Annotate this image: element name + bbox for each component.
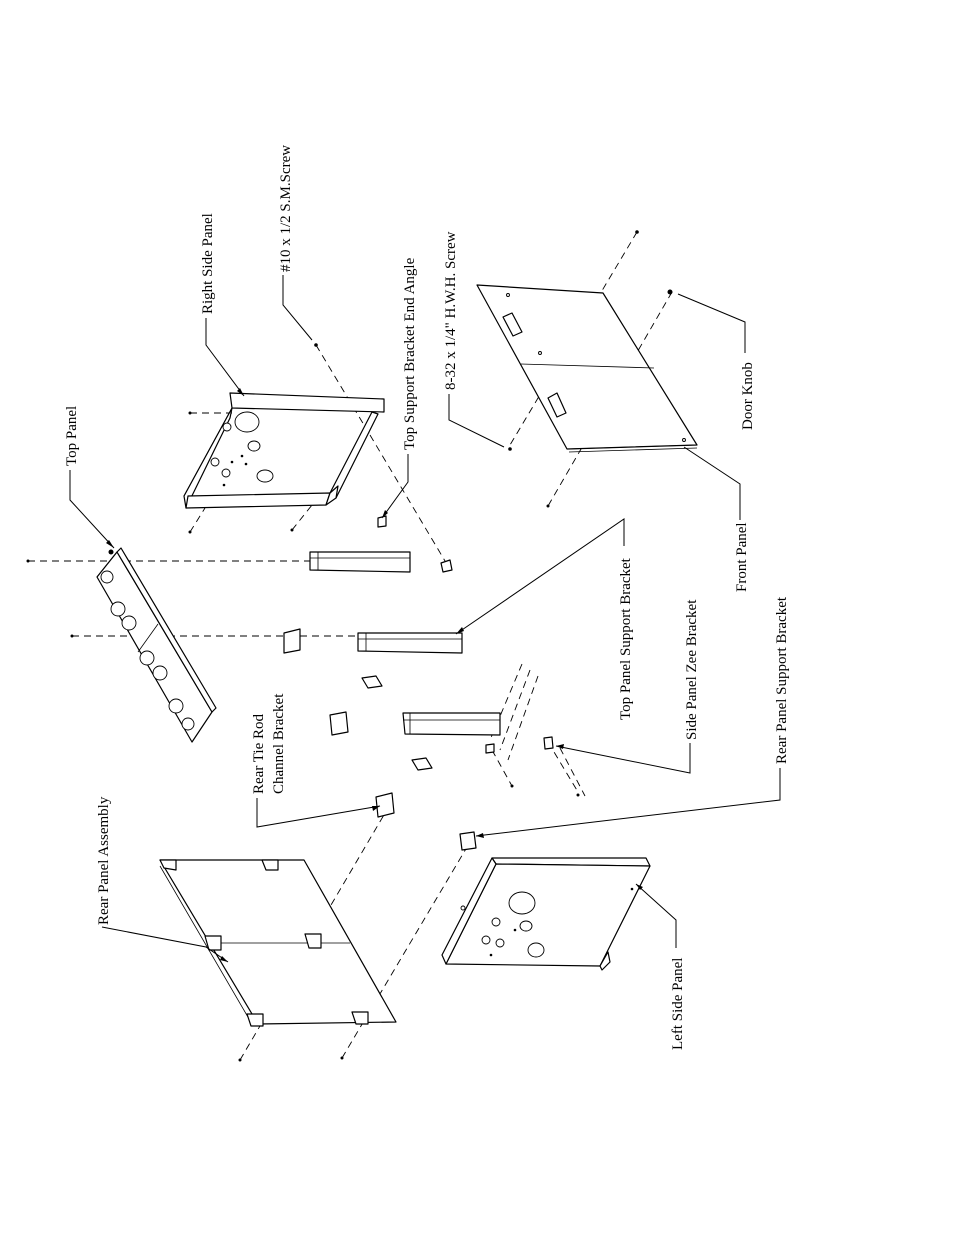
label-left-side-panel: Left Side Panel <box>670 958 686 1050</box>
labels: Top Panel Rear Panel Assembly Right Side… <box>64 145 790 1050</box>
label-right-side-panel: Right Side Panel <box>200 213 216 314</box>
label-rear-tie-rod-line1: Rear Tie Rod <box>251 713 267 794</box>
label-screw-10: #10 x 1/2 S.M.Screw <box>278 145 294 272</box>
top-panel-part <box>97 548 216 742</box>
label-screw-8-32: 8-32 x 1/4" H.W.H. Screw <box>443 231 459 390</box>
front-panel-part <box>477 285 697 452</box>
leader-lines <box>70 275 780 962</box>
rear-panel-assembly-part <box>160 860 396 1026</box>
top-panel-support-bracket-part <box>310 552 462 653</box>
small-brackets <box>284 629 476 850</box>
side-panel-zee-bracket-part <box>403 713 553 753</box>
right-side-panel-part <box>184 393 384 508</box>
label-rear-tie-rod-line2: Channel Bracket <box>271 693 287 794</box>
label-top-support-bracket-end-angle: Top Support Bracket End Angle <box>402 257 418 450</box>
label-side-panel-zee-bracket: Side Panel Zee Bracket <box>684 599 700 740</box>
label-rear-panel-support-bracket: Rear Panel Support Bracket <box>774 596 790 764</box>
label-top-panel-support-bracket: Top Panel Support Bracket <box>618 557 634 720</box>
label-top-panel: Top Panel <box>64 406 80 466</box>
label-rear-panel-assembly: Rear Panel Assembly <box>96 796 112 925</box>
label-front-panel: Front Panel <box>734 522 750 592</box>
left-side-panel-part <box>442 858 650 970</box>
label-door-knob: Door Knob <box>740 362 756 430</box>
